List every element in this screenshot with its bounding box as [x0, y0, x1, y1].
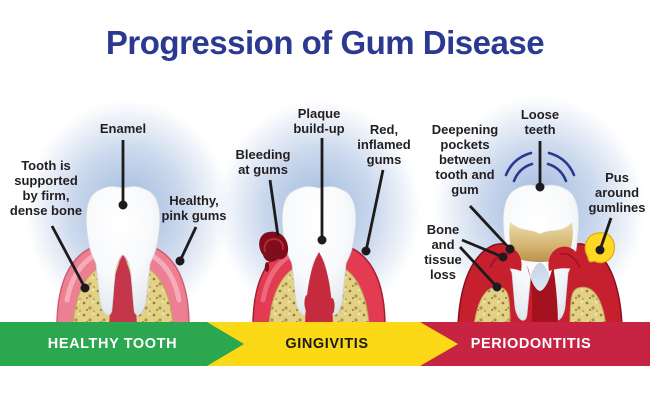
stage-label-gingivitis: GINGIVITIS: [285, 336, 369, 352]
teeth-illustration: [50, 138, 623, 322]
label-bone-support: Tooth is supported by firm, dense bone: [9, 158, 83, 219]
label-pus: Pus around gumlines: [588, 170, 646, 216]
loose-teeth-motion-arcs: [504, 151, 576, 183]
stage-label-healthy-tooth: HEALTHY TOOTH: [47, 336, 178, 352]
stage-arrow-green: [0, 322, 244, 366]
callout-lines: [50, 138, 613, 289]
progression-arrow-banner: [0, 322, 650, 366]
label-healthy-gums: Healthy, pink gums: [161, 193, 227, 224]
stage-arrow-yellow: [207, 322, 458, 366]
label-pockets: Deepening pockets between tooth and gum: [431, 122, 499, 198]
label-inflamed-gums: Red, inflamed gums: [357, 122, 411, 168]
label-plaque: Plaque build-up: [293, 106, 345, 137]
gingivitis-tooth-illustration: [252, 185, 386, 322]
label-enamel: Enamel: [99, 121, 147, 136]
stage-label-periodontitis: PERIODONTITIS: [470, 336, 592, 352]
page-title: Progression of Gum Disease: [105, 24, 545, 61]
label-bleeding: Bleeding at gums: [235, 147, 291, 178]
healthy-tooth-illustration: [56, 185, 190, 322]
label-loose-teeth: Loose teeth: [520, 107, 560, 138]
label-bone-loss: Bone and tissue loss: [424, 222, 462, 283]
callout-dots: [80, 182, 605, 293]
